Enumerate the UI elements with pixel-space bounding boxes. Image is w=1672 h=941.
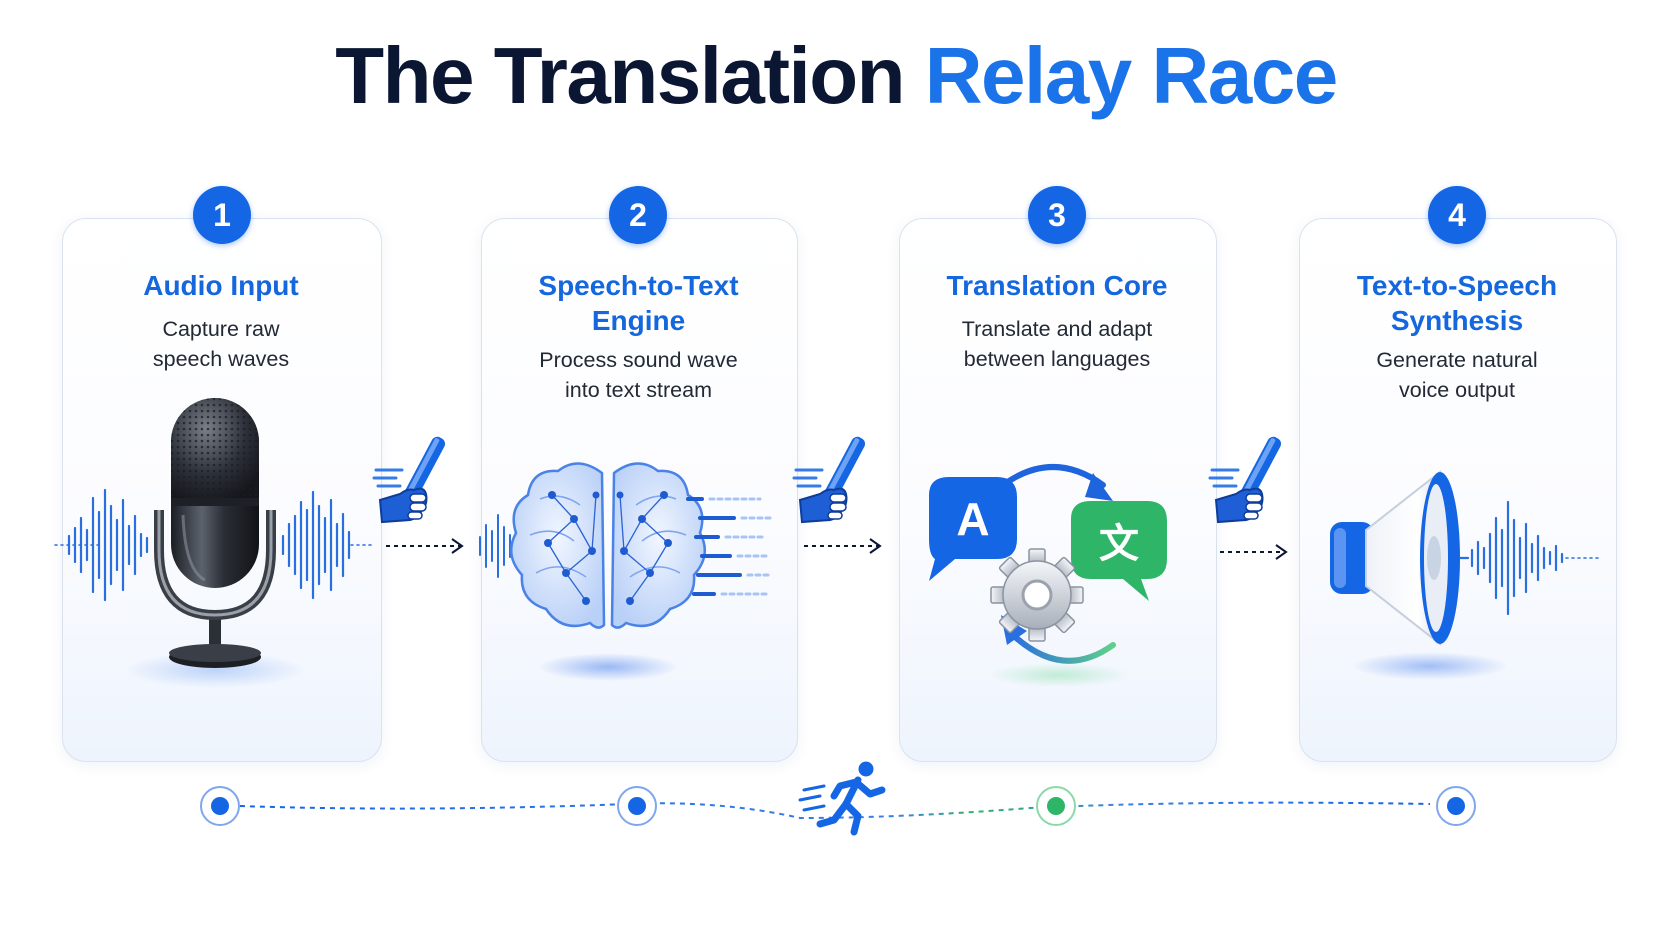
handoff-arrow <box>386 538 464 554</box>
step-description: Capture raw speech waves <box>152 317 290 371</box>
title-main: The Translation <box>335 31 905 120</box>
step-description: Process sound wave into text stream <box>539 348 738 402</box>
source-language-glyph: A <box>956 493 989 545</box>
target-language-glyph: 文 <box>1099 521 1139 567</box>
speaker-icon <box>1330 469 1599 680</box>
relay-baton-icon <box>372 436 446 524</box>
step-number-badge: 2 <box>609 186 667 244</box>
step-title: Text-to-Speech Synthesis <box>1356 270 1558 336</box>
step-description: Generate natural voice output <box>1376 348 1538 402</box>
track-node <box>617 786 657 826</box>
track-node <box>200 786 240 826</box>
microphone-icon <box>54 398 376 688</box>
page-title: The Translation Relay Race <box>0 30 1672 122</box>
language-translate-icon: A 文 <box>929 464 1167 687</box>
title-accent: Relay Race <box>924 31 1338 120</box>
track-node <box>1436 786 1476 826</box>
step-title: Audio Input <box>143 270 299 301</box>
handoff-arrow <box>804 538 882 554</box>
step-title: Translation Core <box>946 270 1168 301</box>
step-description: Translate and adapt between languages <box>961 317 1153 371</box>
brain-network-icon <box>479 462 774 681</box>
track-node <box>1036 786 1076 826</box>
step-number-badge: 3 <box>1028 186 1086 244</box>
handoff-arrow <box>1220 544 1288 560</box>
step-number-badge: 1 <box>193 186 251 244</box>
relay-baton-icon <box>1208 436 1282 524</box>
runner-icon <box>798 761 886 836</box>
relay-baton-icon <box>792 436 866 524</box>
step-title: Speech-to-Text Engine <box>538 270 739 336</box>
step-number-badge: 4 <box>1428 186 1486 244</box>
